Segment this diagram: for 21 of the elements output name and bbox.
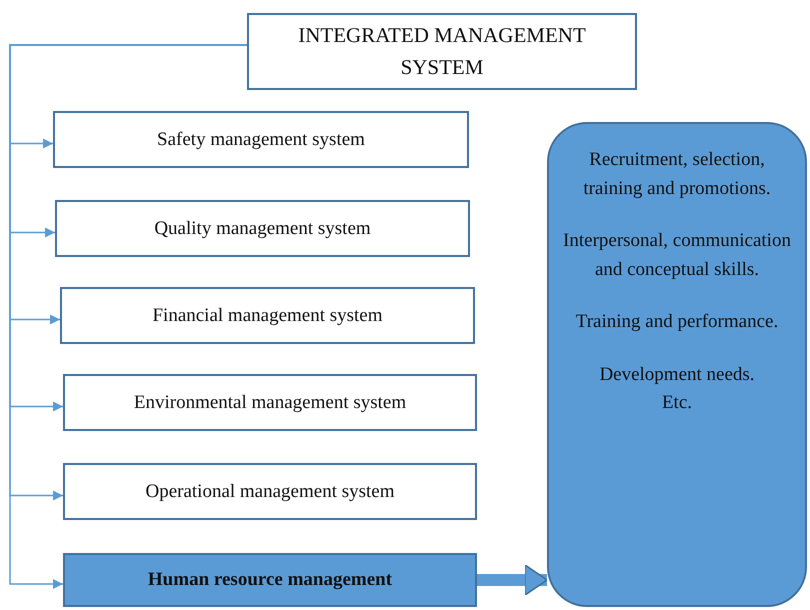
title-text: INTEGRATED MANAGEMENT SYSTEM (297, 22, 587, 80)
process-box (63, 463, 477, 520)
box-label: Recruitment, selection, training and promotions. (582, 148, 772, 200)
title-box (247, 13, 637, 90)
box-label: Etc. (662, 391, 692, 415)
box-label: Human resource management (148, 569, 392, 591)
box-label: Training and performance. (576, 310, 778, 334)
box-label: Development needs. (599, 362, 755, 386)
box-label: Operational management system (145, 480, 395, 502)
process-box (53, 111, 469, 168)
box-label: Quality management system (154, 218, 371, 240)
box-label: Interpersonal, communication and conceptual skills. (563, 229, 791, 282)
process-box (60, 287, 475, 344)
rounded-panel (547, 122, 807, 607)
highlighted-box (63, 553, 477, 607)
arrow (477, 568, 548, 592)
process-box (55, 200, 470, 257)
box-label: Financial management system (152, 304, 383, 326)
box-label: Environmental management system (134, 392, 406, 414)
box-label: Safety management system (157, 128, 365, 150)
process-box (63, 374, 477, 431)
